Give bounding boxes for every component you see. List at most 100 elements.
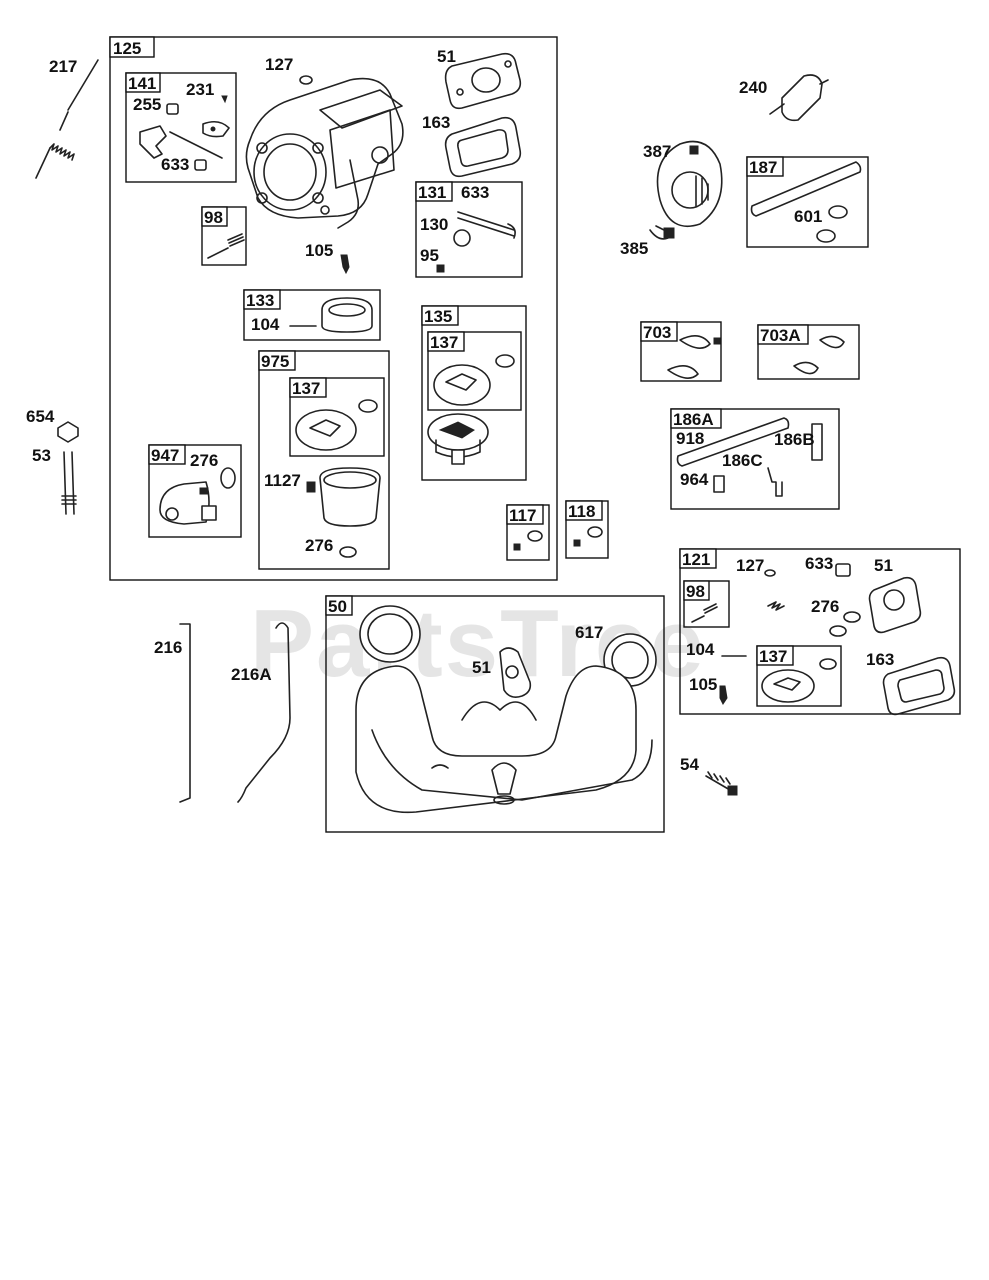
label-240: 240 <box>739 78 767 97</box>
part-163-gasket <box>444 116 522 178</box>
label-964: 964 <box>680 470 709 489</box>
part-654-nut <box>57 421 79 443</box>
callout-box-703A: 703A <box>757 324 860 380</box>
label-633-kit: 633 <box>805 554 833 573</box>
label-105-kit: 105 <box>689 675 717 694</box>
box-label-125: 125 <box>113 39 141 58</box>
box-label-118: 118 <box>568 502 595 521</box>
label-276-kit: 276 <box>811 597 839 616</box>
box-label-98-upper: 98 <box>204 208 223 227</box>
part-53-stud <box>61 451 77 515</box>
part-135-bowl <box>427 413 489 465</box>
label-104-kit: 104 <box>686 640 715 659</box>
box-label-187: 187 <box>749 158 777 177</box>
callout-box-137-b: 137 <box>427 331 522 411</box>
callout-box-117: 117 <box>506 504 550 561</box>
label-601: 601 <box>794 207 822 226</box>
callout-box-50: 50 <box>325 595 665 833</box>
part-947-solenoid <box>159 467 236 525</box>
callout-box-98-lower: 98 <box>683 580 730 628</box>
part-98-screw <box>207 233 245 259</box>
part-387-fuel-pump <box>649 140 723 240</box>
label-51-kit: 51 <box>874 556 893 575</box>
part-105-needle <box>340 254 350 275</box>
label-633-choke: 633 <box>461 183 489 202</box>
label-95: 95 <box>420 246 439 265</box>
label-918: 918 <box>676 429 704 448</box>
box-label-121: 121 <box>682 550 710 569</box>
part-number-labels: 217 127 51 163 255 231 633 105 104 633 1… <box>26 47 894 774</box>
callout-box-135: 135 <box>421 305 527 481</box>
part-137-gasket-a <box>295 399 378 451</box>
label-385: 385 <box>620 239 648 258</box>
label-1127: 1127 <box>264 471 301 490</box>
label-130: 130 <box>420 215 448 234</box>
label-276-bowl: 276 <box>305 536 333 555</box>
label-54: 54 <box>680 755 699 774</box>
part-385-screw <box>655 225 675 239</box>
box-label-947: 947 <box>151 446 179 465</box>
label-633-throttle: 633 <box>161 155 189 174</box>
box-label-98-lower: 98 <box>686 582 705 601</box>
box-label-137-a: 137 <box>292 379 320 398</box>
box-label-137-b: 137 <box>430 333 458 352</box>
label-163-kit: 163 <box>866 650 894 669</box>
callout-box-98-upper: 98 <box>201 206 247 266</box>
part-50-intake-manifold <box>355 605 657 814</box>
label-231: 231 <box>186 80 214 99</box>
part-133-float <box>289 297 373 333</box>
callout-box-118: 118 <box>565 500 609 559</box>
label-216: 216 <box>154 638 182 657</box>
callout-box-131: 131 <box>415 181 523 278</box>
box-label-117: 117 <box>509 506 536 525</box>
label-255: 255 <box>133 95 161 114</box>
callout-box-141: 141 <box>125 72 237 183</box>
part-54-screw <box>705 771 738 796</box>
kit-121-loose-parts <box>719 563 956 716</box>
callout-box-133: 133 <box>243 289 381 341</box>
part-216A-link <box>237 622 291 803</box>
label-51-carb: 51 <box>437 47 456 66</box>
label-51-manifold: 51 <box>472 658 491 677</box>
label-186B: 186B <box>774 430 815 449</box>
box-label-137-c: 137 <box>759 647 787 666</box>
label-127-carb: 127 <box>265 55 293 74</box>
choke-shaft-parts <box>436 211 516 273</box>
callout-box-125: 125 <box>109 36 558 581</box>
part-127-oring <box>299 75 313 85</box>
label-216A: 216A <box>231 665 272 684</box>
label-387: 387 <box>643 142 671 161</box>
label-186C: 186C <box>722 451 763 470</box>
label-217: 217 <box>49 57 77 76</box>
callout-box-947: 947 <box>148 444 242 538</box>
callout-box-187: 187 <box>746 156 869 248</box>
part-217-governor-spring <box>35 59 99 179</box>
part-975-bowl <box>306 467 381 558</box>
box-label-975: 975 <box>261 352 289 371</box>
label-163-carb: 163 <box>422 113 450 132</box>
callout-box-137-c: 137 <box>756 645 842 707</box>
box-label-50: 50 <box>328 597 347 616</box>
box-label-133: 133 <box>246 291 274 310</box>
label-104-carb: 104 <box>251 315 280 334</box>
box-label-186A: 186A <box>673 410 714 429</box>
callout-box-121: 121 <box>679 548 961 715</box>
part-137-gasket-b <box>433 354 515 406</box>
label-276-solenoid: 276 <box>190 451 218 470</box>
box-label-135: 135 <box>424 307 452 326</box>
box-label-703: 703 <box>643 323 671 342</box>
callout-box-137-a: 137 <box>289 377 385 457</box>
box-label-131: 131 <box>418 183 446 202</box>
part-240-fuel-filter <box>769 74 829 122</box>
part-51-gasket <box>444 52 522 110</box>
box-label-141: 141 <box>128 74 156 93</box>
label-127-kit: 127 <box>736 556 764 575</box>
label-654: 654 <box>26 407 55 426</box>
label-53: 53 <box>32 446 51 465</box>
carburetor-body <box>245 77 404 229</box>
callout-box-186A: 186A <box>670 408 840 510</box>
box-label-703A: 703A <box>760 326 801 345</box>
label-617: 617 <box>575 623 603 642</box>
label-105-carb: 105 <box>305 241 333 260</box>
